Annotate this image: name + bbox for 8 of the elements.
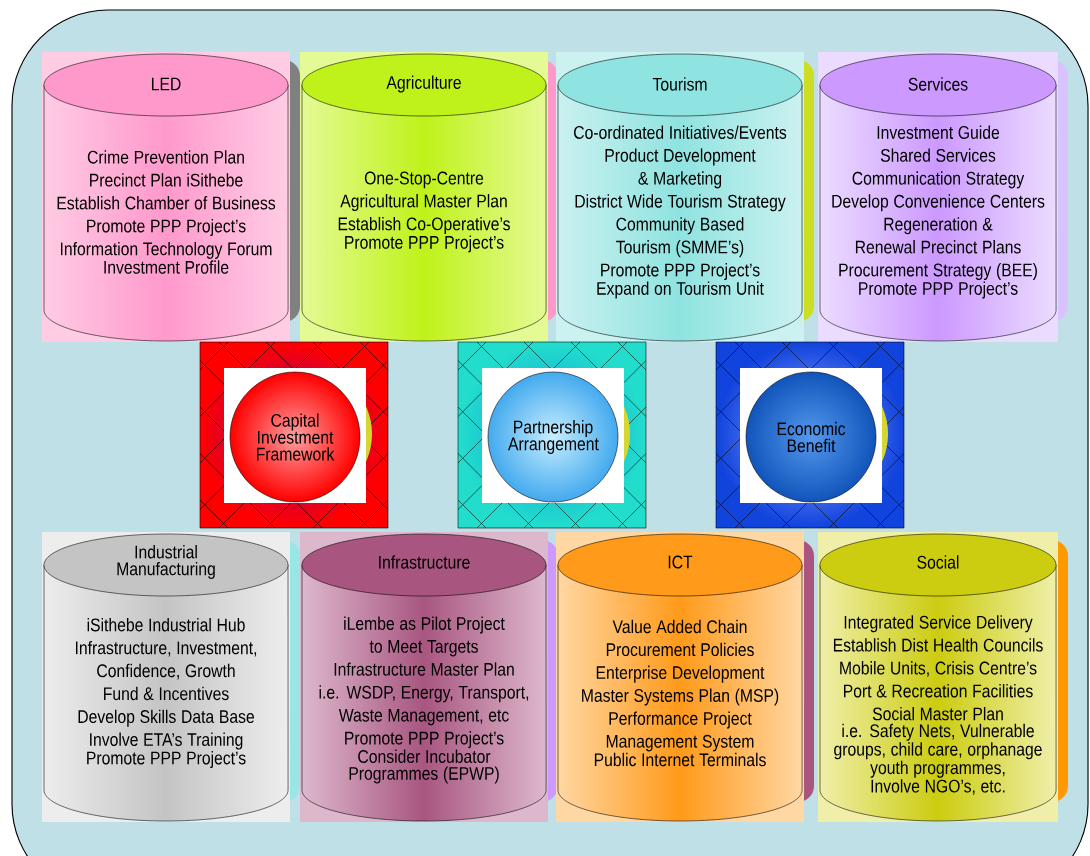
cylinder: ICT Value Added Chain Procurement Policies Enterprise Development Master Systems Plan (MSP) Performance Project Management System Public Internet Terminals <box>556 532 804 822</box>
cylinder: Agriculture One-Stop-Centre Agricultural Master Plan Establish Co-Operative’s Promote PPP Project’s <box>300 52 548 342</box>
cylinder: LED Crime Prevention Plan Precinct Plan iSithebe Establish Chamber of Business Promote PPP Project’s Information Technology Forum Investment Profile <box>42 52 290 342</box>
cylinder: Social Integrated Service Delivery Establish Dist Health Councils Mobile Units, Crisis Centre’s Port & Recreation Facilities Social Master Plan i.e. Safety Nets, Vulnerable groups, child care, orphanage youth programmes, Involve NGO’s, etc. <box>818 532 1058 822</box>
cylinder: Infrastructure iLembe as Pilot Project to Meet Targets Infrastructure Master Plan i.e. WSDP, Energy, Transport, Waste Management, etc Promote PPP Project’s Consider Incubator Programmes (EPWP) <box>300 532 548 822</box>
cylinder: Tourism Co-ordinated Initiatives/Events Product Development & Marketing District Wide Tourism Strategy Community Based Tourism (SMME’s) Promote PPP Project’s Expand on Tourism Unit <box>556 52 804 342</box>
cylinder: Services Investment Guide Shared Services Communication Strategy Develop Convenience Centers Regeneration & Renewal Precinct Plans Procurement Strategy (BEE) Promote PPP Project’s <box>818 52 1058 342</box>
cylinder: Industrial Manufacturing iSithebe Industrial Hub Infrastructure, Investment, Confidence, Growth Fund & Incentives Develop Skills Data Base Involve ETA’s Training Promote PPP Project’s <box>42 532 290 822</box>
